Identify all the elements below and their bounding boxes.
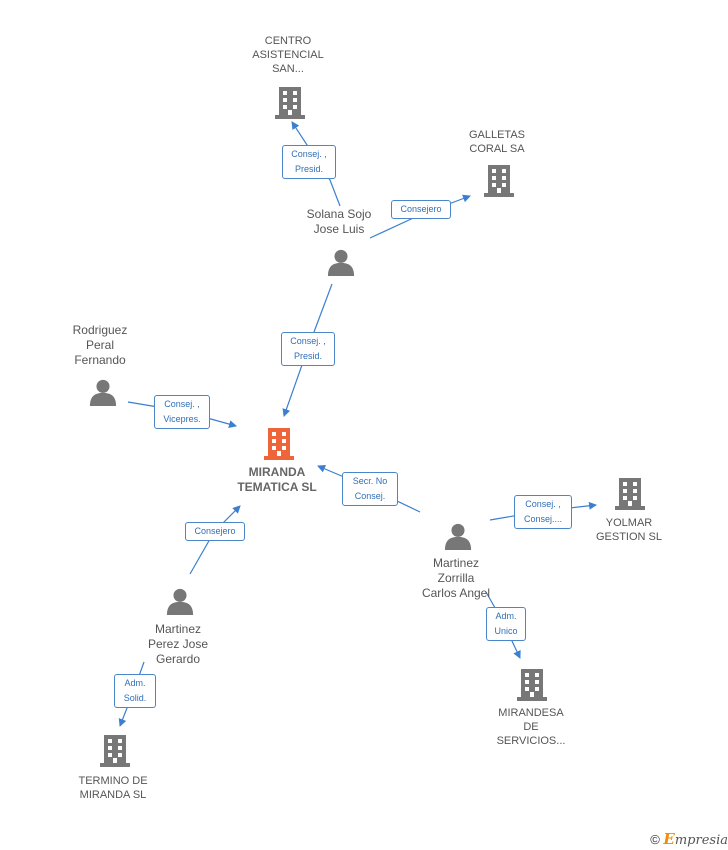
relation-label-martinez-z-mirandesa: Adm. Unico: [486, 607, 526, 641]
node-label-martinez-p[interactable]: Martinez Perez Jose Gerardo: [147, 622, 209, 666]
brand-logo-rest: mpresia: [674, 833, 728, 848]
building-icon-galletas[interactable]: [484, 165, 514, 197]
building-icon-mirandesa[interactable]: [517, 669, 547, 701]
person-icon-rodriguez[interactable]: [89, 379, 117, 406]
relation-label-solana-galletas: Consejero: [391, 200, 451, 219]
person-icon-solana[interactable]: [327, 249, 355, 276]
node-label-solana[interactable]: Solana Sojo Jose Luis: [306, 207, 372, 236]
relation-label-solana-centro: Consej. , Presid.: [282, 145, 336, 179]
node-label-mirandesa[interactable]: MIRANDESA DE SERVICIOS...: [496, 707, 566, 747]
building-icon-centro[interactable]: [275, 87, 305, 119]
relation-label-martinez-z-yolmar: Consej. , Consej....: [514, 495, 572, 529]
node-label-rodriguez[interactable]: Rodriguez Peral Fernando: [72, 323, 128, 367]
building-icon-yolmar[interactable]: [615, 478, 645, 510]
relation-label-martinez-p-termino: Adm. Solid.: [114, 674, 156, 708]
building-icon-termino[interactable]: [100, 735, 130, 767]
relation-label-rodriguez-miranda: Consej. , Vicepres.: [154, 395, 210, 429]
copyright-symbol: ©: [650, 832, 660, 847]
relation-label-martinez-z-miranda: Secr. No Consej.: [342, 472, 398, 506]
brand-logo-initial: E: [663, 830, 675, 848]
node-label-martinez-z[interactable]: Martinez Zorrilla Carlos Angel: [421, 556, 491, 600]
relation-label-solana-miranda: Consej. , Presid.: [281, 332, 335, 366]
edge-solana-centro: [291, 121, 341, 207]
footer-brand[interactable]: © Empresia: [650, 830, 728, 848]
person-icon-martinez-z[interactable]: [444, 523, 472, 550]
relation-label-martinez-p-miranda: Consejero: [185, 522, 245, 541]
node-label-galletas[interactable]: GALLETAS CORAL SA: [468, 129, 526, 155]
person-icon-martinez-p[interactable]: [166, 588, 194, 615]
node-label-termino[interactable]: TERMINO DE MIRANDA SL: [78, 775, 148, 801]
node-label-centro[interactable]: CENTRO ASISTENCIAL SAN...: [252, 35, 324, 75]
building-icon-miranda[interactable]: [264, 428, 294, 460]
node-label-yolmar[interactable]: YOLMAR GESTION SL: [595, 517, 663, 543]
node-label-miranda[interactable]: MIRANDA TEMATICA SL: [237, 465, 317, 494]
